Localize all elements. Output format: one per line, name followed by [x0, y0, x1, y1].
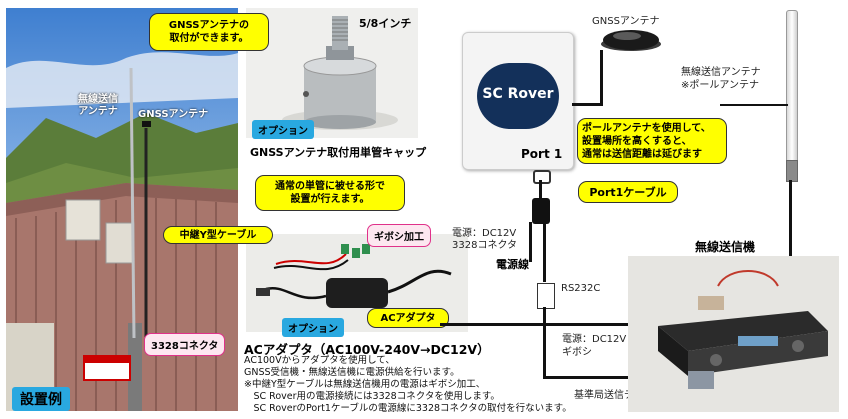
cap-note: 通常の単管に被せる形で 設置が行えます。 [255, 175, 405, 211]
adapter-description: AC100Vからアダプタを使用して、 GNSS受信機・無線送信機に電源供給を行い… [244, 355, 624, 415]
y-cable-label: 中継Y型ケーブル [163, 226, 273, 244]
power-radio-label: 電源：DC12V ギボシ [562, 334, 627, 358]
cable-pole-leader [720, 104, 788, 106]
cable-split-left [529, 222, 532, 262]
cable-split-right [543, 222, 546, 282]
rs232c-box [537, 283, 555, 309]
installation-caption: 設置例 [12, 387, 70, 411]
gnss-antenna-image [599, 26, 663, 56]
cable-rover-down [539, 180, 542, 200]
cable-rs232c-down [543, 307, 546, 377]
cable-gnss-vertical [600, 50, 603, 106]
gnss-antenna-top-label: GNSSアンテナ [592, 16, 660, 27]
gibosi-label: ギボシ加工 [367, 224, 431, 247]
radio-transmitter-photo [628, 256, 839, 412]
adapter-desc-line: GNSS受信機・無線送信機に電源供給を行います。 [244, 367, 460, 378]
cable-connector-block [532, 198, 550, 224]
adapter-option-tag: オプション [282, 318, 344, 337]
ac-adapter-label: ACアダプタ [367, 308, 449, 328]
pole-antenna-label: 無線送信アンテナ ※ポールアンテナ [681, 67, 761, 91]
port1-cable-label: Port1ケーブル [578, 181, 678, 203]
size-label: 5/8インチ [359, 17, 412, 30]
cap-callout: GNSSアンテナの 取付ができます。 [149, 13, 269, 51]
cable-pole-to-radio [789, 180, 792, 260]
pole-antenna-note: ポールアンテナを使用して、 設置場所を高くすると、 通常は送信距離は延びます [577, 118, 727, 164]
power-input-label: 電源：DC12V 3328コネクタ [452, 228, 518, 251]
cable-power-to-radio [440, 323, 672, 326]
rover-port-label: Port 1 [521, 147, 563, 161]
cap-title: GNSSアンテナ取付用単管キャップ [250, 146, 427, 159]
rs232c-label: RS232C [561, 283, 601, 294]
adapter-desc-line: ※中継Y型ケーブルは無線送信機用の電源はギボシ加工、 [244, 379, 486, 390]
connector-3328-label: 3328コネクタ [144, 333, 226, 356]
adapter-desc-line: SC RoverのPort1ケーブルの電源線に3328コネクタの取付を行ないます… [244, 403, 572, 414]
adapter-desc-line: SC Rover用の電源接続には3328コネクタを使用します。 [244, 391, 500, 402]
rover-port-connector [533, 170, 551, 184]
reference-data-label: 基準局送信データ [574, 390, 654, 401]
pole-antenna-base [786, 160, 798, 182]
rover-badge [477, 63, 559, 129]
gnss-antenna-label: GNSSアンテナ [138, 109, 209, 120]
adapter-heading: ACアダプタ（AC100V-240V→DC12V） [244, 342, 490, 357]
rover-name: SC Rover [482, 86, 554, 102]
power-line-label: 電源線 [496, 258, 529, 271]
sc-rover-device: SC Rover Port 1 [462, 32, 574, 170]
pole-antenna [786, 10, 798, 162]
cap-option-tag: オプション [252, 120, 314, 139]
adapter-desc-line: AC100Vからアダプタを使用して、 [244, 355, 395, 366]
pipe-cap-photo [246, 8, 418, 138]
radio-title: 無線送信機 [695, 240, 756, 254]
cable-data-to-radio [543, 376, 663, 379]
cable-gnss-to-rover [572, 103, 602, 106]
radio-antenna-label: 無線送信 アンテナ [78, 94, 118, 117]
